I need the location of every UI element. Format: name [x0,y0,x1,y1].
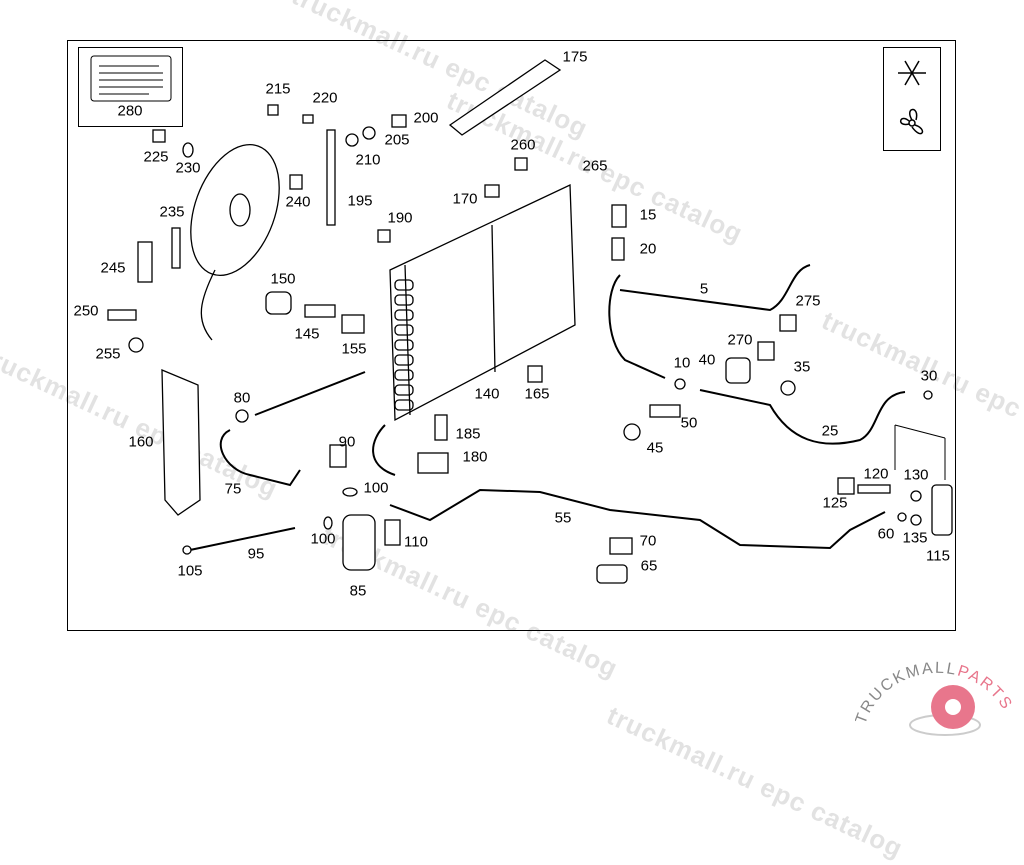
part-callout-280: 280 [117,102,143,120]
part-callout-265: 265 [582,157,608,175]
part-callout-255: 255 [95,345,121,363]
part-callout-160: 160 [128,433,154,451]
truckmall-logo: TRUCKMALLPARTS [853,655,1020,750]
part-callout-20: 20 [639,240,657,258]
part-callout-95: 95 [247,545,265,563]
part-callout-50: 50 [680,414,698,432]
part-callout-105: 105 [177,562,203,580]
radiator-tube [394,369,414,381]
symbol-box [883,47,941,151]
part-callout-25: 25 [821,422,839,440]
part-callout-250: 250 [73,302,99,320]
fasteners [107,104,933,584]
parts-diagram-art [107,59,953,584]
part-callout-145: 145 [294,325,320,343]
part-callout-215: 215 [265,80,291,98]
part-callout-130: 130 [903,466,929,484]
part-callout-115: 115 [926,547,950,565]
part-callout-110: 110 [404,533,428,551]
part-callout-275: 275 [795,292,821,310]
part-callout-245: 245 [100,259,126,277]
part-callout-140: 140 [474,385,500,403]
part-callout-30: 30 [920,367,938,385]
radiator-tube [394,294,414,306]
part-callout-55: 55 [554,509,572,527]
part-callout-135: 135 [902,529,928,547]
seal-strip [448,59,562,136]
part-callout-45: 45 [646,439,664,457]
radiator-tube [394,339,414,351]
part-callout-260: 260 [510,136,536,154]
part-callout-270: 270 [727,331,753,349]
part-callout-120: 120 [863,465,889,483]
part-callout-165: 165 [524,385,550,403]
radiator-tube [394,279,414,291]
part-callout-175: 175 [562,48,588,66]
radiator-tube [394,324,414,336]
part-callout-220: 220 [312,89,338,107]
part-callout-225: 225 [143,148,169,166]
part-callout-5: 5 [699,280,709,298]
part-callout-15: 15 [639,206,657,224]
radiator-tube [394,399,414,411]
part-callout-70: 70 [639,532,657,550]
snowflake-icon [898,60,926,86]
ac-lines [189,264,906,551]
radiator [389,183,576,422]
part-callout-90: 90 [338,433,356,451]
radiator-tube [394,309,414,321]
fan-icon [900,108,924,135]
fan [190,144,280,341]
part-callout-185: 185 [455,425,481,443]
part-callout-190: 190 [387,209,413,227]
part-callout-180: 180 [462,448,488,466]
part-callout-60: 60 [877,525,895,543]
part-callout-75: 75 [224,480,242,498]
label-sticker-box [78,47,183,127]
part-callout-100: 100 [363,479,389,497]
part-callout-200: 200 [413,109,439,127]
part-callout-10: 10 [673,354,691,372]
part-callout-240: 240 [285,193,311,211]
part-callout-150: 150 [270,270,296,288]
part-callout-125: 125 [822,494,848,512]
part-callout-100: 100 [310,530,336,548]
part-callout-210: 210 [355,151,381,169]
part-callout-85: 85 [349,582,367,600]
air-duct [161,369,201,516]
part-callout-205: 205 [384,131,410,149]
radiator-tube [394,384,414,396]
part-callout-155: 155 [341,340,367,358]
part-callout-40: 40 [698,351,716,369]
part-callout-65: 65 [640,557,658,575]
part-callout-235: 235 [159,203,185,221]
receiver-drier [342,514,376,571]
diagram-frame [67,40,956,631]
radiator-tube [394,354,414,366]
part-callout-80: 80 [233,389,251,407]
part-callout-195: 195 [347,192,373,210]
part-callout-35: 35 [793,358,811,376]
part-callout-170: 170 [452,190,478,208]
part-callout-230: 230 [175,159,201,177]
receiver [931,484,953,536]
